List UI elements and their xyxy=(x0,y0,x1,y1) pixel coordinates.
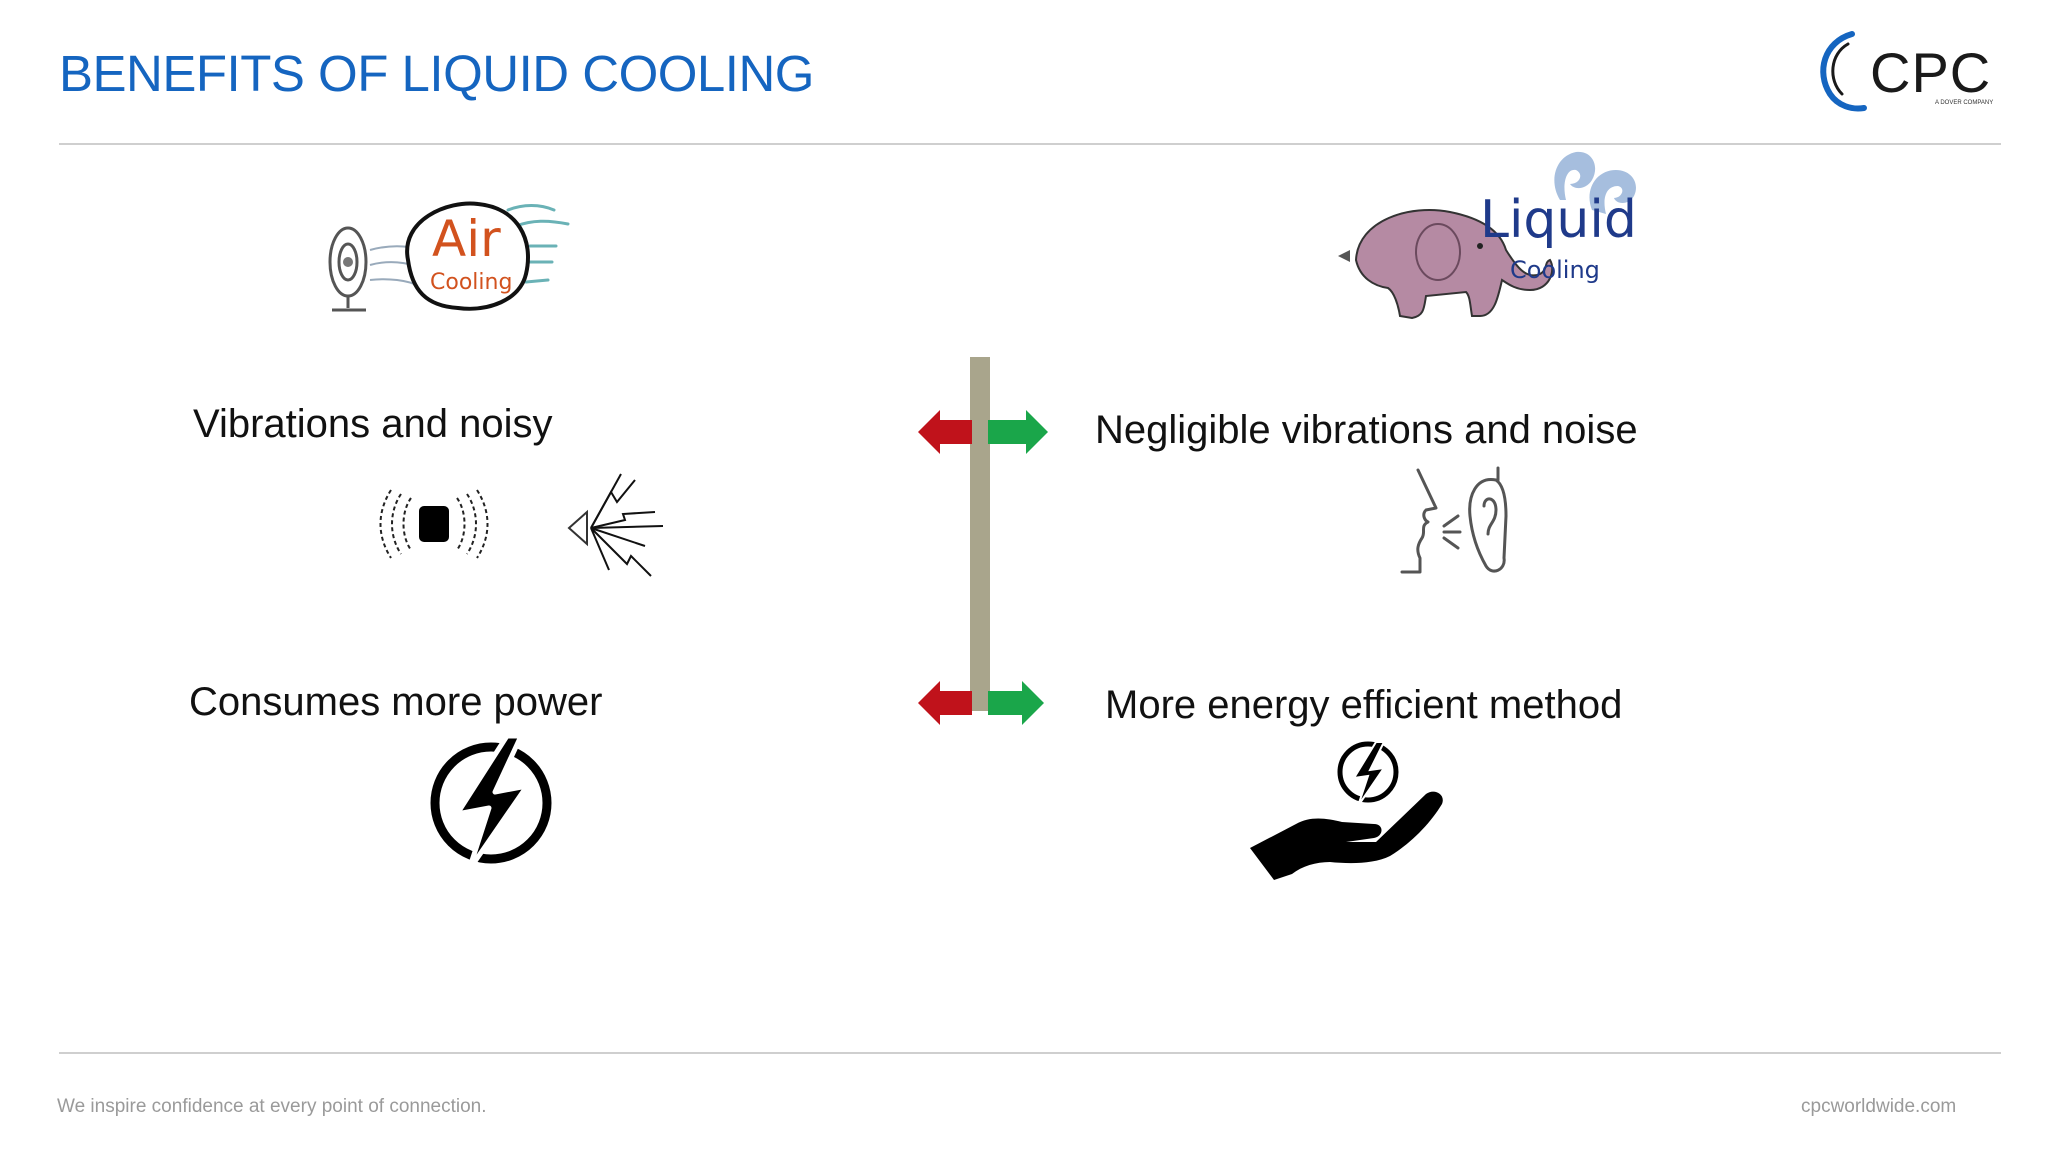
comparison-divider xyxy=(970,357,990,711)
arrow-right-bottom xyxy=(988,681,1044,730)
header-divider xyxy=(59,143,2001,145)
arrow-left-bottom xyxy=(918,681,972,730)
vibration-icon xyxy=(375,488,497,565)
liquid-point-vibrations: Negligible vibrations and noise xyxy=(1095,408,1638,452)
footer-tagline: We inspire confidence at every point of … xyxy=(57,1096,487,1117)
liquid-label: Liquid xyxy=(1480,190,1637,250)
cpc-swoosh-icon xyxy=(1820,31,1867,112)
fan-icon xyxy=(328,201,570,312)
slide-title: BENEFITS OF LIQUID COOLING xyxy=(59,45,814,102)
logo-text: CPC xyxy=(1870,41,1992,104)
quiet-ear-icon xyxy=(1396,466,1508,581)
noise-burst-icon xyxy=(565,472,665,587)
footer-divider xyxy=(59,1052,2001,1054)
logo-subtext: A DOVER COMPANY xyxy=(1935,100,1994,106)
air-label: Air xyxy=(432,210,501,268)
footer-website: cpcworldwide.com xyxy=(1801,1096,1957,1117)
arrow-right-top xyxy=(988,410,1048,459)
cpc-logo: CPC A DOVER COMPANY xyxy=(1812,28,2012,114)
air-cooling-illustration: Air Cooling xyxy=(308,190,588,320)
liquid-cooling-illustration: Liquid Cooling xyxy=(1330,140,1650,330)
air-point-power: Consumes more power xyxy=(189,680,603,724)
liquid-cooling-label: Cooling xyxy=(1510,256,1600,284)
air-cooling-label: Cooling xyxy=(430,270,513,295)
elephant-icon xyxy=(1338,151,1636,320)
arrow-left-top xyxy=(918,410,972,459)
liquid-point-efficiency: More energy efficient method xyxy=(1105,683,1623,727)
power-lightning-icon xyxy=(429,733,553,875)
air-point-vibrations: Vibrations and noisy xyxy=(193,402,553,446)
energy-hand-icon xyxy=(1250,738,1450,885)
